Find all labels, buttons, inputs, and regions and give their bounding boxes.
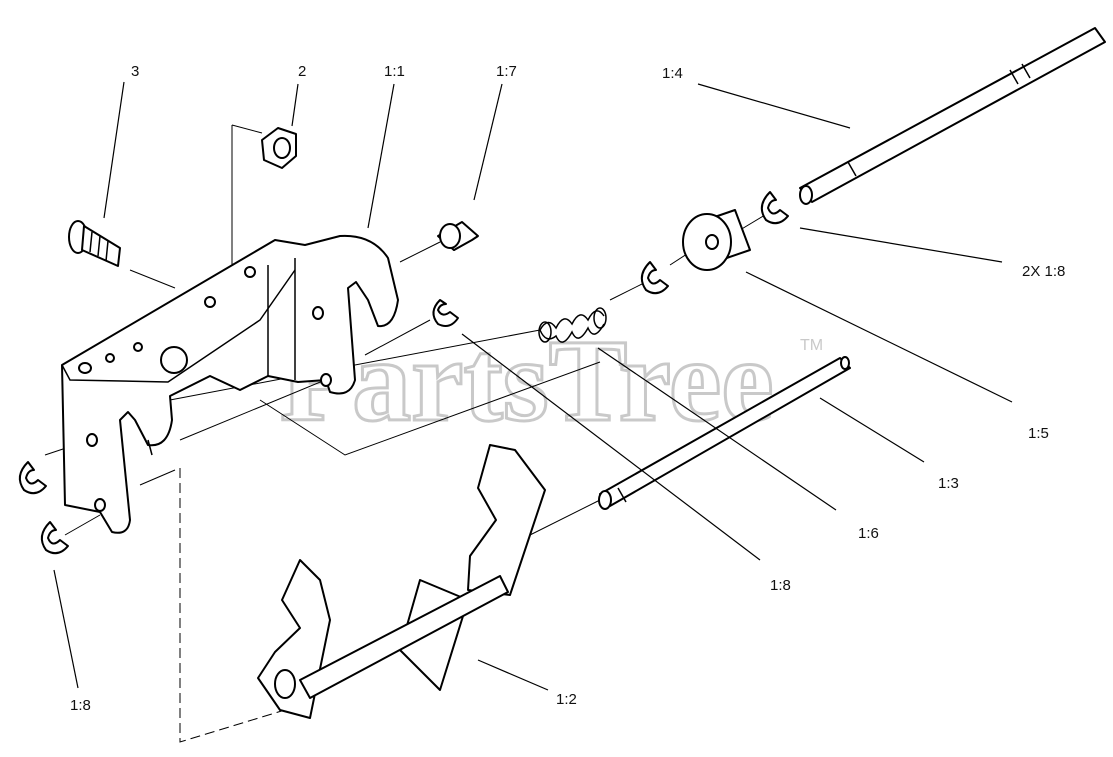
lever-assembly [257, 444, 546, 719]
bracket-e-clip [432, 299, 459, 327]
shaft-e-clip [760, 191, 789, 225]
bushing-end [439, 223, 461, 249]
partstree-watermark: PartsTree TM [279, 314, 824, 448]
upper-shaft-grooves [847, 63, 1031, 177]
leader-nut [291, 83, 299, 127]
callout-leaders [53, 81, 1013, 691]
lower-rod-groove [617, 487, 627, 503]
leader-roller [745, 271, 1013, 403]
bracket-hole-5 [244, 266, 256, 278]
label-nut: 2 [298, 63, 306, 80]
bracket-plate [61, 234, 399, 534]
carriage-bolt [68, 220, 121, 267]
upper-shaft-end [799, 185, 813, 205]
main-bracket [61, 234, 399, 534]
bolt-threads [89, 231, 109, 262]
bracket-hole-8 [86, 433, 98, 447]
label-spring: 1:6 [858, 525, 879, 542]
guide-bracket-foot [139, 469, 176, 486]
bracket-fold-line [61, 269, 296, 383]
bracket-hole-9 [94, 498, 106, 512]
bracket-hole-3 [133, 342, 143, 352]
lever-right-plate [467, 444, 546, 596]
guide-bolt-line [129, 269, 176, 289]
leader-bushing [473, 83, 503, 201]
bracket-large-hole [160, 346, 188, 374]
guide-left-clip-b [64, 514, 101, 536]
bracket-hole-4 [204, 296, 216, 308]
nut-hole [273, 137, 291, 159]
label-bracket: 1:1 [384, 63, 405, 80]
label-left-clip: 1:8 [70, 697, 91, 714]
guide-clip-line [364, 319, 431, 356]
bracket-hole-6 [312, 306, 324, 320]
spring-e-clip [640, 261, 669, 295]
bracket-clip-shape [432, 299, 459, 327]
leader-bracket [367, 83, 395, 229]
lever-left-plate [257, 559, 331, 719]
label-shaft-clips: 2X 1:8 [1022, 263, 1065, 280]
bolt-shank [81, 225, 121, 267]
guide-bracket-line [169, 329, 541, 401]
lever-cross-shaft [299, 575, 509, 699]
lever-shaft-end [274, 669, 296, 699]
guide-bracket-lower [179, 377, 331, 441]
roller [682, 209, 751, 271]
spring-end-left [538, 321, 552, 343]
leader-shaft-clip [799, 227, 1003, 263]
roller-hole [705, 234, 719, 250]
label-bolt: 3 [131, 63, 139, 80]
label-lower-rod: 1:3 [938, 475, 959, 492]
upper-shaft [799, 27, 1106, 205]
left-e-clips [18, 461, 69, 555]
guide-shaft-clip [739, 214, 766, 231]
leader-left-clip [53, 569, 79, 689]
lower-rod-tip [840, 356, 850, 370]
bracket-hole-7 [320, 373, 332, 387]
hex-nut [261, 127, 297, 169]
leader-spring [597, 347, 837, 511]
label-bushing: 1:7 [496, 63, 517, 80]
bushing [437, 221, 479, 251]
spring-coils-top [539, 310, 605, 331]
left-clip-upper [18, 461, 47, 495]
bracket-foot-edge [147, 439, 153, 456]
callout-labels: 3 2 1:1 1:7 1:4 2X 1:8 1:5 1:3 1:6 1:8 1… [70, 63, 1065, 714]
shaft-clip-shape [760, 191, 789, 225]
leader-upper-shaft [697, 83, 851, 129]
bracket-hole-2 [105, 353, 115, 363]
leader-lever [477, 659, 549, 691]
guide-nut-horizontal [231, 124, 263, 134]
spring-clip-shape [640, 261, 669, 295]
label-lever: 1:2 [556, 691, 577, 708]
guide-rod-line [519, 499, 601, 541]
leader-bolt [103, 81, 125, 219]
label-bracket-clip: 1:8 [770, 577, 791, 594]
spring-coils-bottom [539, 323, 605, 343]
watermark-trademark: TM [800, 337, 823, 354]
spring-end-right [593, 307, 607, 329]
upper-shaft-body [799, 27, 1106, 203]
leader-lower-rod [819, 397, 925, 463]
guide-bushing-line [399, 241, 441, 263]
left-clip-lower [40, 521, 69, 555]
label-roller: 1:5 [1028, 425, 1049, 442]
lower-rod [598, 356, 851, 510]
guide-spring-line [259, 361, 601, 456]
label-upper-shaft: 1:4 [662, 65, 683, 82]
bracket-hole-1 [78, 362, 92, 374]
lower-rod-end [598, 490, 612, 510]
compression-spring [538, 307, 607, 343]
dashed-guide-left [179, 468, 299, 743]
watermark-text: PartsTree [280, 315, 774, 446]
leader-bracket-clip [461, 333, 761, 561]
